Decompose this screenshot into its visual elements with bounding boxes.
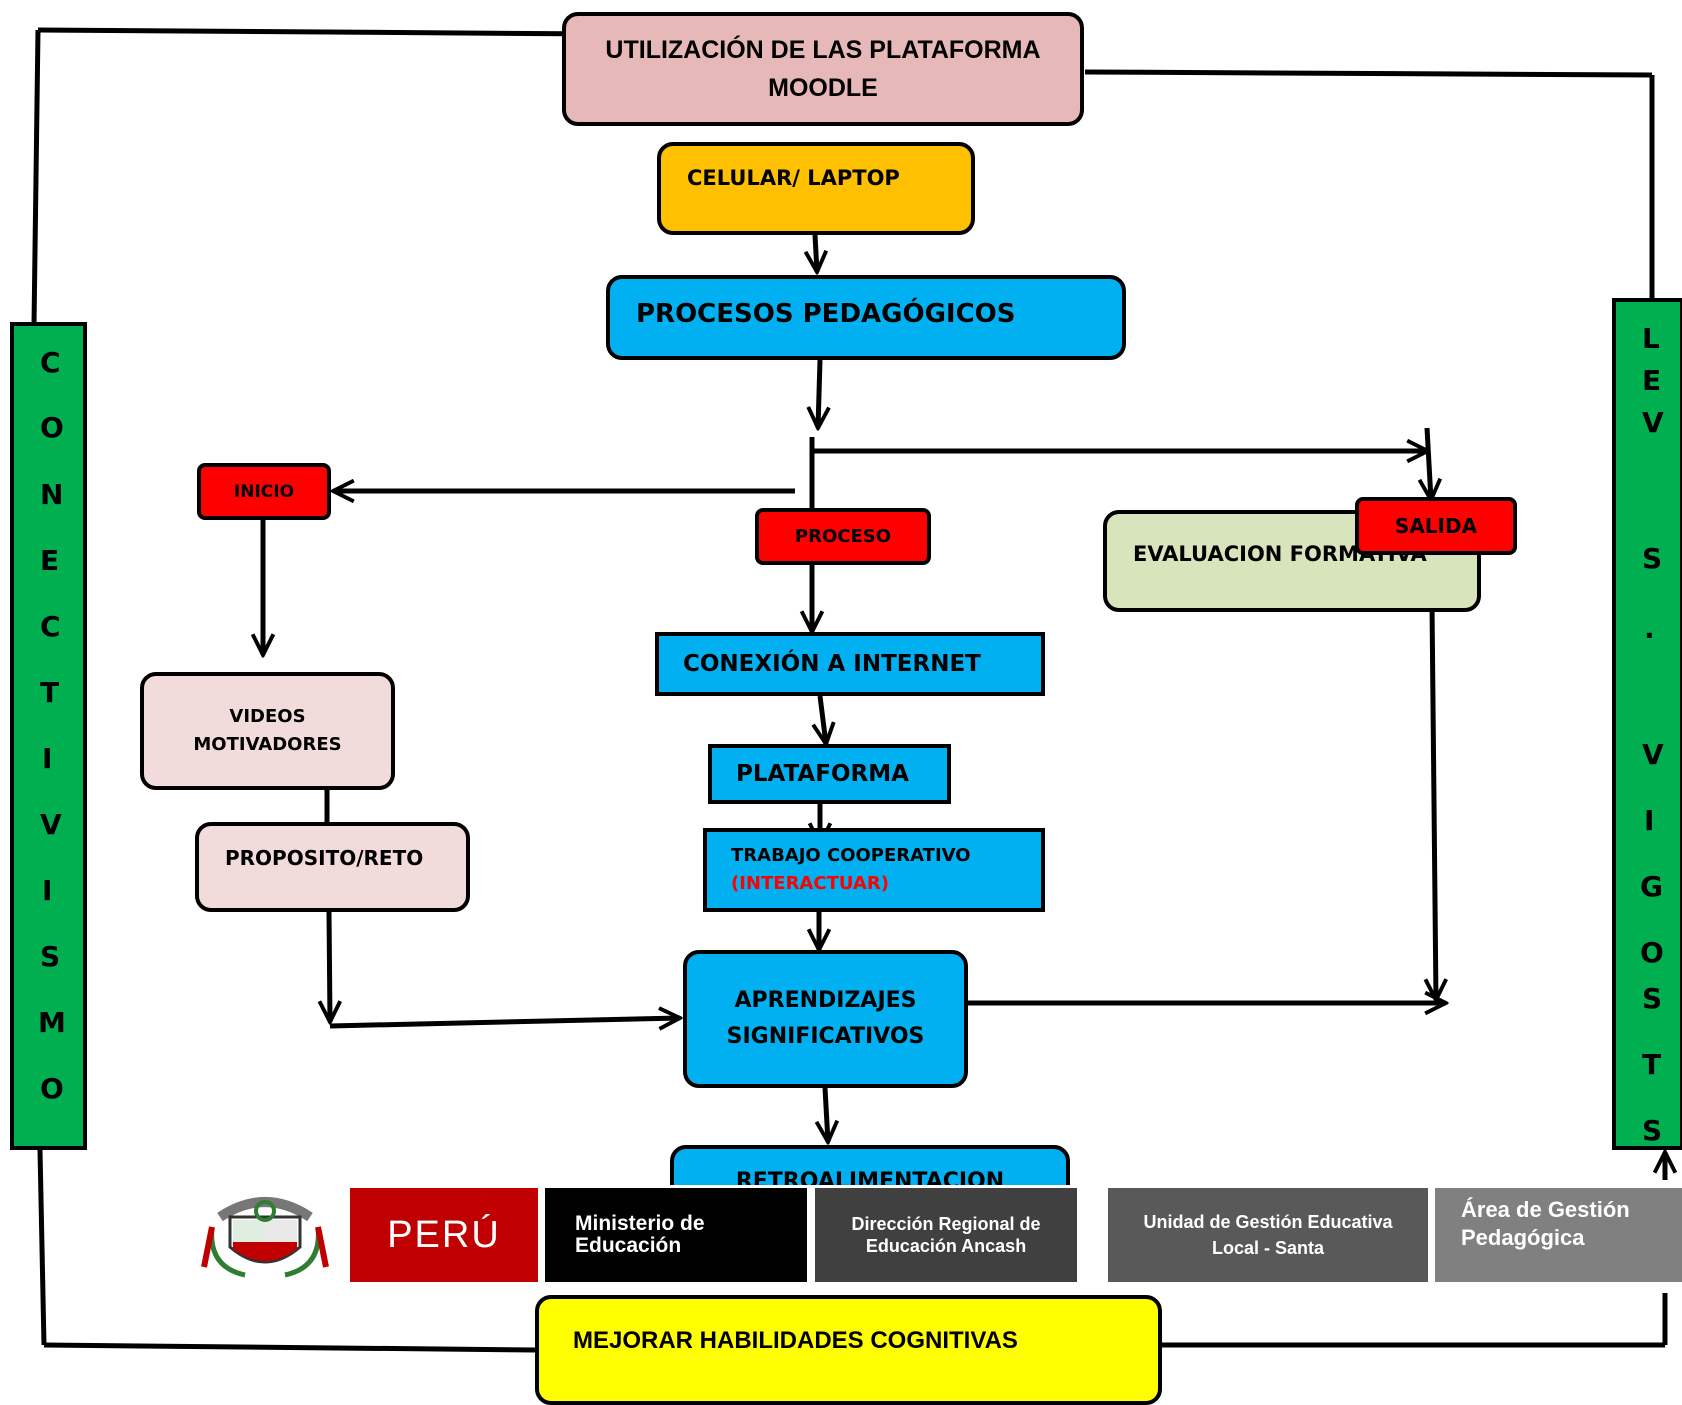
moodle-box: UTILIZACIÓN DE LAS PLATAFORMA MOODLE [562,12,1084,126]
right-letter: V [1642,738,1664,771]
banner-area: Área de Gestión Pedagógica [1435,1188,1682,1282]
left-letter: C [40,346,61,379]
arrow-device-procesos [815,234,817,272]
left-letter: M [38,1006,66,1039]
salida-label: SALIDA [1394,514,1478,538]
aprendizajes-box: APRENDIZAJES SIGNIFICATIVOS [683,950,968,1088]
plataforma-box: PLATAFORMA [708,744,951,804]
government-banner: PERÚ Ministerio de Educación Dirección R… [190,1185,1682,1285]
right-letter: S [1642,1114,1663,1147]
arrow-to-aprendizajes [329,1018,680,1026]
loop-top-arrow [37,30,605,34]
right-letter: S [1642,542,1663,575]
videos-box: VIDEOS MOTIVADORES [140,672,395,790]
conexion-label: CONEXIÓN A INTERNET [683,651,981,677]
conexion-box: CONEXIÓN A INTERNET [655,632,1045,696]
left-vertical-bar: C O N E C T I V I S M O [10,322,87,1150]
left-letter: C [40,610,61,643]
salida-drop [1427,427,1431,500]
banner-peru-label: PERÚ [387,1213,501,1256]
right-letter: L [1642,322,1660,355]
interactuar-label: (INTERACTUAR) [731,873,889,894]
banner-ugel-label: Unidad de Gestión Educativa Local - Sant… [1143,1212,1393,1258]
proceso-label: PROCESO [794,526,892,547]
right-letter: . [1644,612,1655,645]
banner-ministerio: Ministerio de Educación [545,1188,807,1282]
procesos-box: PROCESOS PEDAGÓGICOS [606,275,1126,360]
right-letter: T [1642,1048,1662,1081]
proposito-label: PROPOSITO/RETO [225,846,424,870]
mejorar-box: MEJORAR HABILIDADES COGNITIVAS [535,1295,1162,1405]
left-letter: O [40,411,64,444]
proposito-box: PROPOSITO/RETO [195,822,470,912]
device-box: CELULAR/ LAPTOP [657,142,975,235]
left-letter: S [40,940,61,973]
procesos-label: PROCESOS PEDAGÓGICOS [636,299,1016,329]
banner-peru: PERÚ [350,1188,538,1282]
right-letter: S [1642,982,1663,1015]
loop-left-bottom [37,1149,47,1346]
banner-ministerio-label: Ministerio de Educación [575,1212,705,1257]
left-letter: V [40,808,62,841]
banner-area-label: Área de Gestión Pedagógica [1461,1197,1630,1250]
left-letter: O [40,1072,64,1105]
left-letter: I [42,874,53,907]
right-letter: E [1642,364,1662,397]
banner-direccion: Dirección Regional de Educación Ancash [815,1188,1077,1282]
right-letter: O [1640,936,1664,969]
right-vertical-bar: L E V S . V I G O S T S [1612,298,1682,1150]
loop-bottom-left [43,1342,536,1353]
arrow-conexion-plataforma [820,695,826,744]
arrow-procesos-split [818,359,820,428]
right-letter: V [1642,406,1664,439]
loop-right-top [1084,69,1653,78]
seal-icon [201,1197,329,1278]
device-label: CELULAR/ LAPTOP [687,166,900,190]
proceso-box: PROCESO [755,508,931,565]
arrow-proposito-down [329,911,330,1022]
left-letter: I [42,742,53,775]
banner-ugel: Unidad de Gestión Educativa Local - Sant… [1108,1188,1428,1282]
inicio-box: INICIO [197,463,331,520]
inicio-label: INICIO [233,481,295,502]
trabajo-box: TRABAJO COOPERATIVO (INTERACTUAR) [703,828,1045,912]
mejorar-label: MEJORAR HABILIDADES COGNITIVAS [573,1327,1018,1354]
salida-box: SALIDA [1355,497,1517,555]
left-letter: T [40,676,60,709]
left-letter: E [40,544,60,577]
loop-left-top [31,29,41,326]
right-letter: I [1644,804,1655,837]
plataforma-label: PLATAFORMA [736,761,909,787]
videos-label: VIDEOS MOTIVADORES [193,706,342,755]
trabajo-label: TRABAJO COOPERATIVO [731,845,971,866]
left-letter: N [40,478,64,511]
peru-seal [200,1187,330,1283]
moodle-label: UTILIZACIÓN DE LAS PLATAFORMA MOODLE [605,36,1041,102]
banner-direccion-label: Dirección Regional de Educación Ancash [851,1214,1041,1256]
right-letter: G [1640,870,1663,903]
aprendizajes-label: APRENDIZAJES SIGNIFICATIVOS [726,988,925,1049]
arrow-eval-down [1432,604,1436,1000]
arrow-aprendizajes-retro [825,1087,828,1142]
